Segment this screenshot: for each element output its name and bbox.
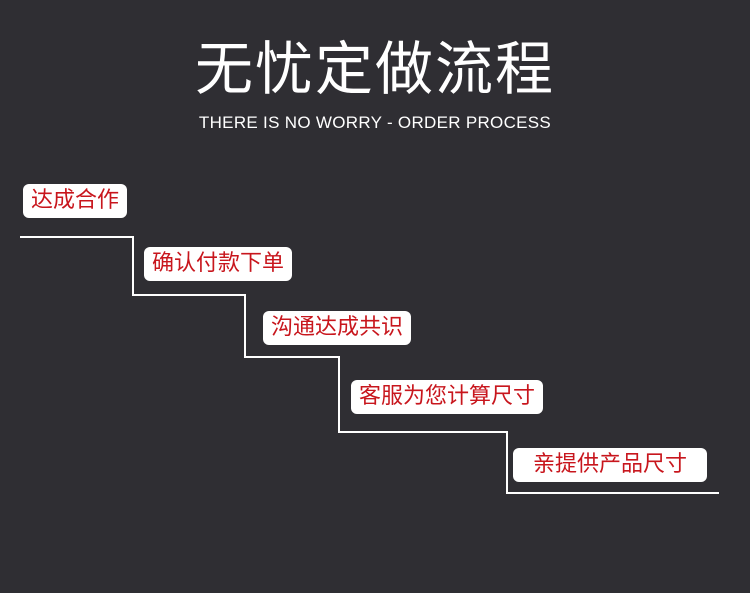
step-5-label: 亲提供产品尺寸 xyxy=(513,448,708,482)
step-2-label: 确认付款下单 xyxy=(144,247,293,281)
page-title: 无忧定做流程 xyxy=(194,35,555,103)
page-subtitle: THERE IS NO WORRY - ORDER PROCESS xyxy=(198,113,552,132)
step-4-label: 客服为您计算尺寸 xyxy=(351,380,544,414)
step-3-label: 沟通达成共识 xyxy=(263,311,412,345)
step-1-label: 达成合作 xyxy=(23,184,128,218)
